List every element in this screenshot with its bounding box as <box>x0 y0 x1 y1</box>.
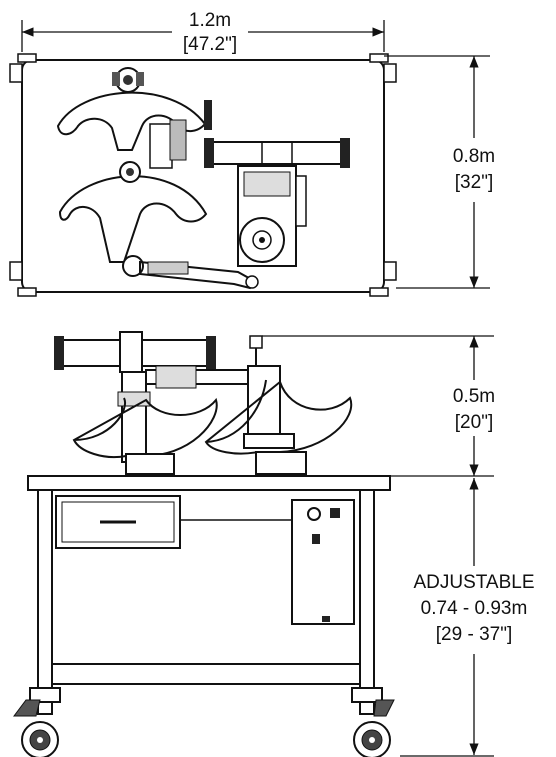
top-depth-imperial: [32"] <box>455 172 493 193</box>
table-leg-right <box>359 489 375 715</box>
dimension-lines <box>21 20 494 757</box>
corner-feet <box>9 53 397 297</box>
top-width-metric: 1.2m <box>189 10 231 31</box>
upper-height-imperial: [20"] <box>455 412 493 433</box>
side-view-right-tower <box>247 365 281 437</box>
caster-left <box>13 687 61 757</box>
top-view-handle-bar <box>211 141 343 165</box>
top-view <box>9 53 397 297</box>
side-view <box>13 331 395 757</box>
table-leg-left <box>37 489 53 715</box>
upper-height-metric: 0.5m <box>453 386 495 407</box>
link-pivot <box>122 255 144 277</box>
table-height-imperial: [29 - 37"] <box>436 624 512 645</box>
top-view-base-plate <box>21 59 385 293</box>
side-view-right-paddle <box>204 379 353 455</box>
table-height-label: ADJUSTABLE <box>413 572 534 593</box>
side-view-left-column <box>121 371 147 463</box>
dimension-labels: 1.2m [47.2"] 0.8m [32"] 0.5m [20"] ADJUS… <box>183 10 535 645</box>
table-height-metric: 0.74 - 0.93m <box>421 598 528 619</box>
control-cabinet <box>291 499 355 625</box>
top-depth-metric: 0.8m <box>453 146 495 167</box>
upper-arm-paddle <box>56 91 207 151</box>
lower-shelf <box>51 663 361 685</box>
table-top <box>27 475 391 491</box>
caster-right <box>351 687 395 757</box>
top-width-imperial: [47.2"] <box>183 34 237 55</box>
lower-arm-paddle <box>58 175 208 263</box>
side-view-left-paddle <box>72 397 218 458</box>
